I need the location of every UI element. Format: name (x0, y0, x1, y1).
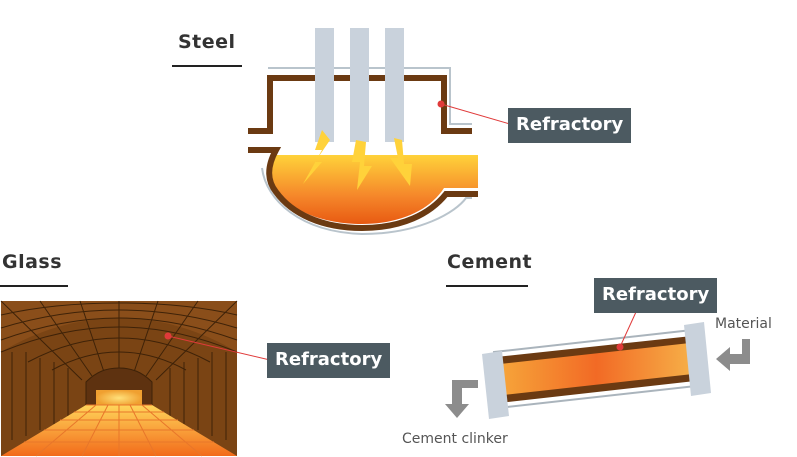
glass-heading-underline (0, 285, 68, 287)
cement-callout-line (619, 311, 637, 348)
spark-icon (390, 138, 412, 186)
electrode-icon (385, 28, 404, 142)
cement-callout-dot (616, 343, 624, 351)
steel-molten-bath (270, 155, 478, 224)
electrode-icon (350, 28, 369, 142)
glass-callout-line (167, 335, 271, 361)
cement-clinker-label: Cement clinker (402, 431, 508, 447)
steel-heading: Steel (178, 31, 236, 53)
cement-heading: Cement (447, 251, 533, 273)
glass-callout-dot (164, 332, 172, 340)
glass-vault-grid (0, 300, 238, 381)
steel-bowl-shell (261, 167, 472, 236)
down-arrow-icon (445, 380, 478, 418)
glass-heading: Glass (2, 251, 63, 273)
steel-refractory-label: Refractory (508, 108, 632, 143)
glass-vault (1, 301, 237, 352)
glass-floor-grid (24, 404, 214, 457)
steel-callout-line (440, 103, 511, 125)
glass-furnace (0, 300, 271, 457)
steel-bowl-refractory (248, 147, 478, 232)
steel-callout-dot (437, 100, 445, 108)
left-arrow-icon (716, 339, 750, 371)
spark-icon (352, 140, 372, 190)
electrode-icon (315, 28, 334, 142)
steel-heading-underline (172, 65, 242, 67)
material-label: Material (715, 316, 772, 332)
cement-heading-underline (446, 285, 528, 287)
spark-icon (303, 130, 330, 184)
glass-back-glow (96, 390, 142, 406)
cement-refractory-label: Refractory (594, 278, 718, 313)
kiln-upper-cap (684, 322, 711, 396)
kiln-fire (500, 343, 693, 395)
kiln-lower-cap (482, 351, 509, 419)
glass-side-walls (11, 352, 227, 440)
glass-refractory-label: Refractory (267, 343, 391, 378)
cement-kiln (445, 311, 750, 419)
steel-furnace (248, 28, 511, 236)
